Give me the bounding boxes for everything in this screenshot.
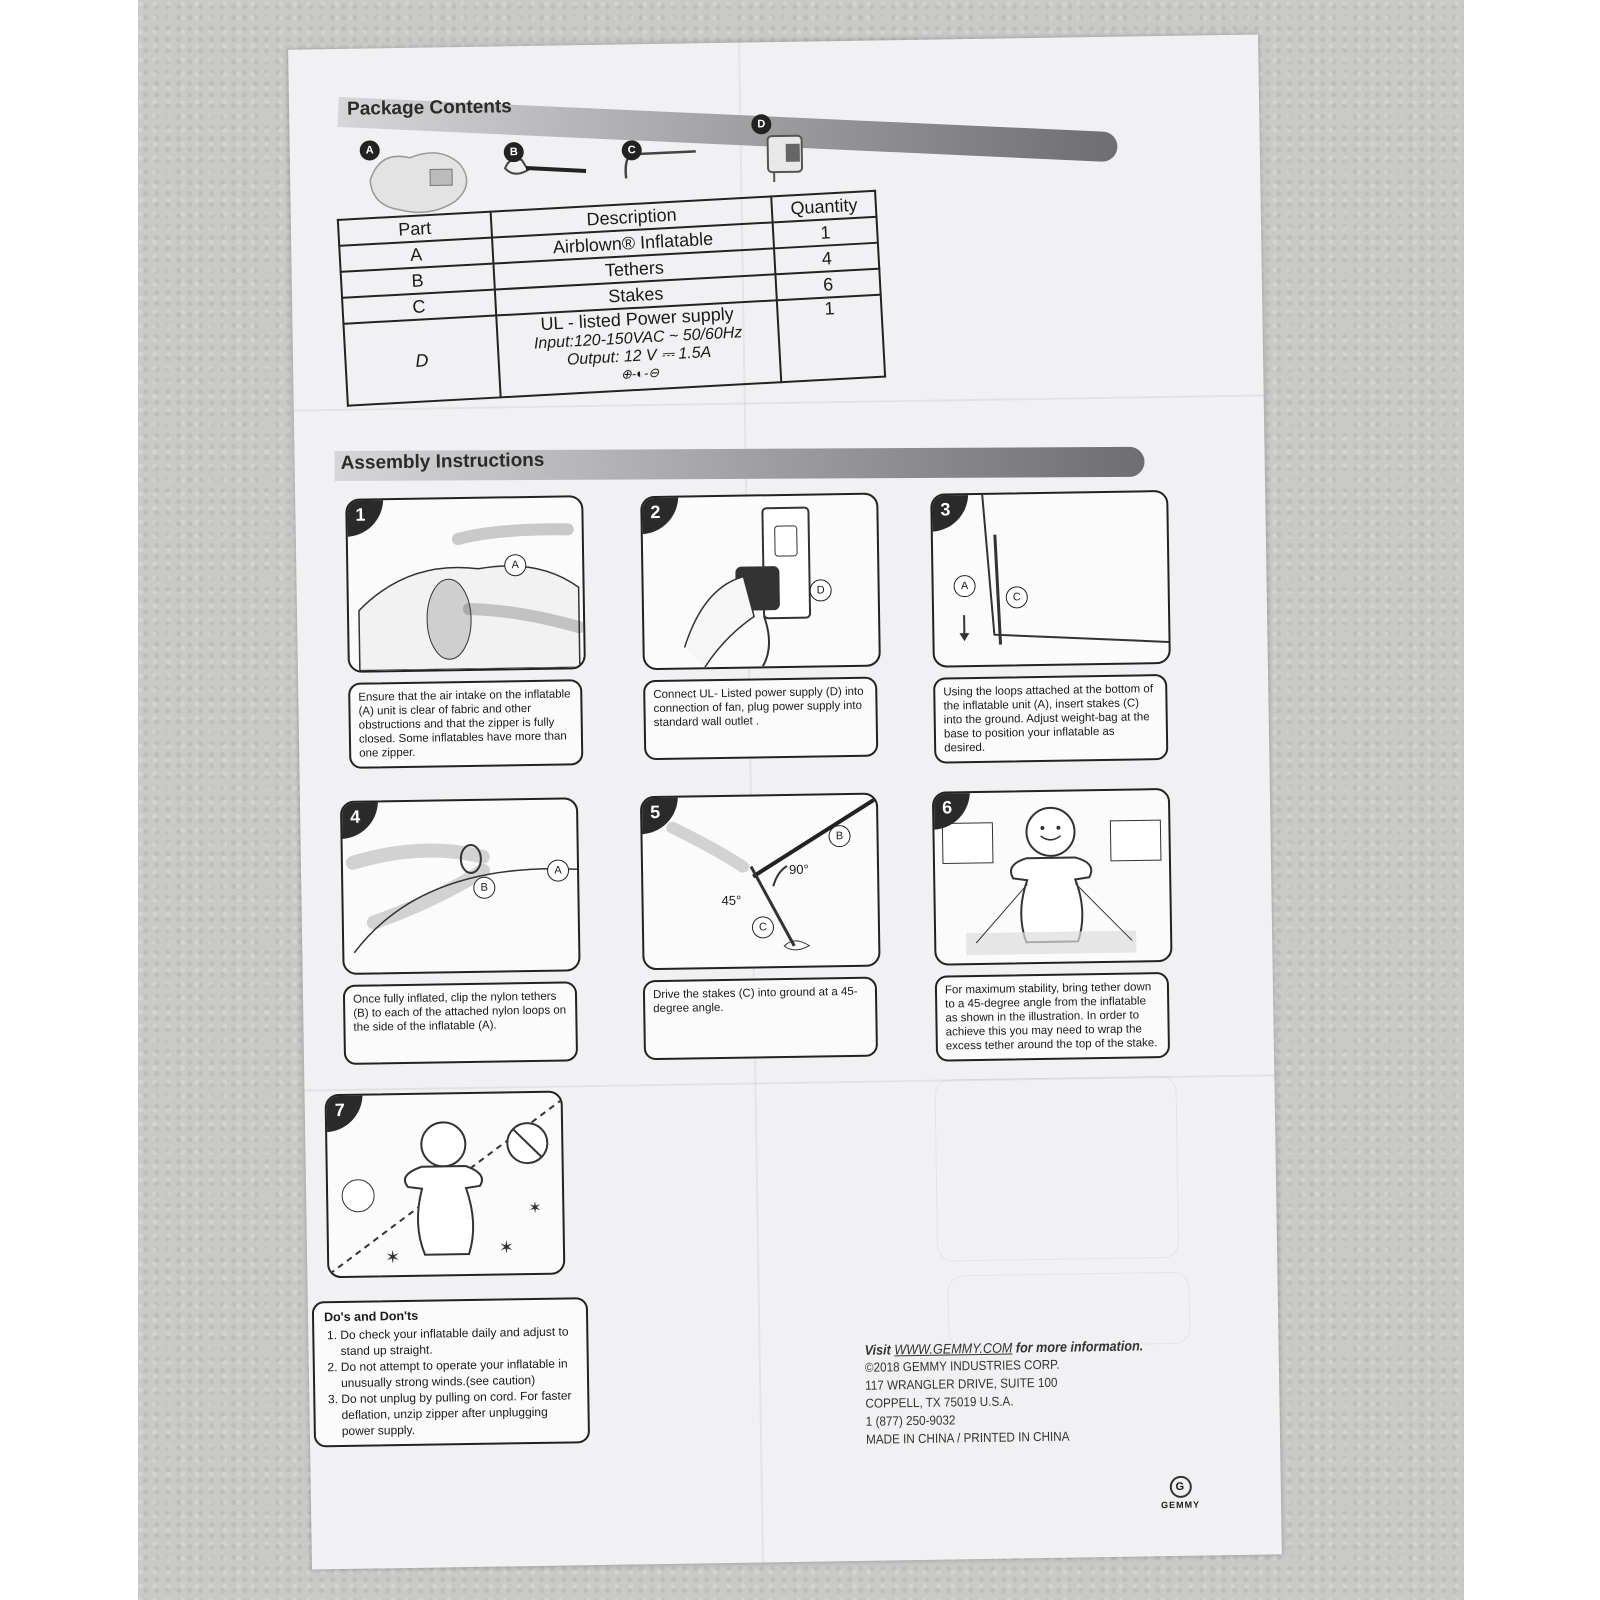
step-illustration: 3 A C bbox=[930, 489, 1171, 668]
part-d-image: D bbox=[749, 114, 810, 190]
instruction-sheet: Package Contents A B C bbox=[288, 34, 1282, 1570]
logo-mark: G bbox=[1169, 1475, 1192, 1499]
logo-text: GEMMY bbox=[1161, 1499, 1201, 1511]
tether-icon bbox=[503, 158, 587, 175]
part-a-image: A bbox=[359, 139, 481, 226]
stake-insert-illustration bbox=[959, 494, 1169, 645]
assembly-heading: Assembly Instructions bbox=[340, 449, 545, 474]
dos-title: Do's and Don'ts bbox=[323, 1308, 419, 1325]
svg-text:✶: ✶ bbox=[528, 1200, 542, 1217]
step-illustration: 6 bbox=[931, 787, 1173, 966]
list-item: Do check your inflatable daily and adjus… bbox=[340, 1323, 576, 1359]
part-c-image: C bbox=[620, 140, 701, 189]
step-caption: Ensure that the air intake on the inflat… bbox=[348, 679, 584, 769]
step-illustration: 1 A bbox=[345, 495, 586, 673]
website-link[interactable]: WWW.GEMMY.COM bbox=[894, 1339, 1013, 1358]
angle-label: 45° bbox=[721, 892, 742, 909]
step-2: 2 D Connect UL- Listed power supply (D) … bbox=[640, 492, 881, 761]
stake-angle-illustration bbox=[666, 796, 878, 951]
company-footer: Visit WWW.GEMMY.COM for more information… bbox=[864, 1336, 1144, 1448]
table-cell: D bbox=[343, 315, 501, 406]
tether-clip-illustration bbox=[345, 843, 578, 954]
tether-stability-illustration bbox=[941, 806, 1162, 956]
dos-list: Do check your inflatable daily and adjus… bbox=[324, 1323, 578, 1439]
step-illustration: 4 B A bbox=[339, 797, 581, 975]
made-in: MADE IN CHINA / PRINTED IN CHINA bbox=[865, 1428, 1070, 1447]
step-illustration: 7 ✶ ✶ ✶ bbox=[324, 1090, 566, 1279]
parts-illustrations: A B C D bbox=[349, 113, 871, 231]
step-4: 4 B A Once fully inflated, clip the nylo… bbox=[339, 797, 581, 1065]
step-illustration: 5 B C 90° 45° bbox=[639, 792, 881, 971]
svg-text:✶: ✶ bbox=[499, 1237, 514, 1257]
step-1: 1 A Ensure that the air intake on the in… bbox=[345, 495, 586, 769]
step-caption: Once fully inflated, clip the nylon teth… bbox=[342, 981, 579, 1065]
visit-suffix: for more information. bbox=[1012, 1337, 1144, 1356]
table-cell: 1 bbox=[777, 294, 886, 383]
step-6: 6 For maximum stability, bring tether do… bbox=[931, 787, 1173, 1062]
package-contents-table: Part Description Quantity A Airblown® In… bbox=[337, 190, 886, 407]
step-7: 7 ✶ ✶ ✶ bbox=[324, 1090, 566, 1279]
list-item: Do not unplug by pulling on cord. For fa… bbox=[341, 1387, 578, 1439]
visit-prefix: Visit bbox=[864, 1341, 895, 1358]
faded-panel bbox=[934, 1075, 1180, 1262]
step-caption: Using the loops attached at the bottom o… bbox=[933, 673, 1169, 764]
table-cell: UL - listed Power supply Input:120-150VA… bbox=[495, 300, 782, 398]
svg-text:✶: ✶ bbox=[385, 1247, 400, 1267]
air-intake-illustration bbox=[358, 523, 586, 672]
step-3: 3 A C Using the loops attached at the bo… bbox=[930, 489, 1171, 764]
faded-panel bbox=[947, 1271, 1191, 1348]
step-5: 5 B C 90° 45° Drive the stakes (C) into … bbox=[639, 792, 881, 1061]
angle-label: 90° bbox=[788, 861, 809, 877]
inflatable-icon bbox=[369, 152, 468, 213]
package-heading: Package Contents bbox=[346, 96, 512, 120]
list-item: Do not attempt to operate your inflatabl… bbox=[341, 1355, 577, 1391]
step-caption: For maximum stability, bring tether down… bbox=[934, 971, 1171, 1062]
wind-warning-illustration: ✶ ✶ ✶ bbox=[328, 1099, 562, 1276]
step-caption: Drive the stakes (C) into ground at a 45… bbox=[642, 976, 879, 1061]
dos-and-donts-box: Do's and Don'ts Do check your inflatable… bbox=[311, 1297, 591, 1448]
step-caption: Connect UL- Listed power supply (D) into… bbox=[643, 676, 879, 761]
step-illustration: 2 D bbox=[640, 492, 881, 671]
gemmy-logo: G GEMMY bbox=[1161, 1475, 1201, 1511]
part-b-image: B bbox=[500, 142, 591, 193]
power-supply-icon bbox=[766, 134, 804, 183]
wall-outlet-illustration bbox=[683, 506, 812, 668]
